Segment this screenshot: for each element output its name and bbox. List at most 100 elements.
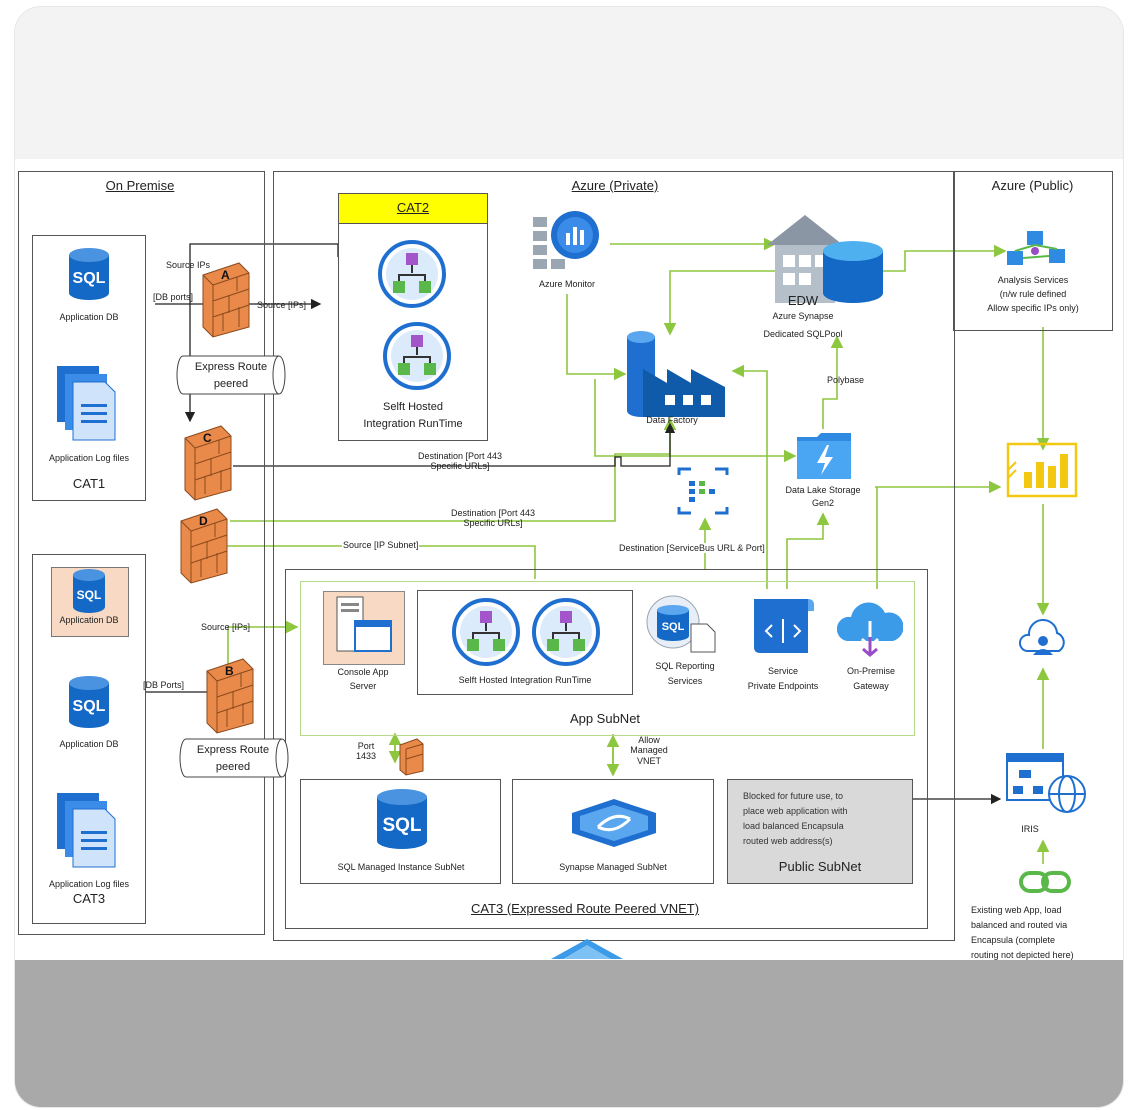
cat2-box — [338, 193, 488, 441]
cat3-logs-label: Application Log files — [48, 879, 130, 889]
sql-mi-subnet-box — [300, 779, 501, 884]
edw-pool-label: Dedicated SQLPool — [763, 329, 843, 339]
private-endpoint-icon — [754, 599, 814, 653]
cat3-vnet-title: CAT3 (Expressed Route Peered VNET) — [470, 901, 700, 916]
db-ports-top-label: [DB ports] — [153, 292, 194, 302]
link-chain-icon — [1019, 871, 1071, 893]
endpoints-datalake-link — [786, 512, 830, 589]
iris-web-app-icon — [1006, 753, 1086, 813]
integration-runtime-icon — [532, 598, 600, 666]
azure-public-title: Azure (Public) — [991, 178, 1074, 193]
cat3-db1-label: Application DB — [59, 615, 119, 625]
firewall-c-destination-link — [233, 422, 676, 467]
log-files-icon — [57, 366, 116, 441]
svg-text:B: B — [225, 664, 234, 678]
data-factory-icon — [627, 331, 725, 417]
analysis-services-icon — [1007, 231, 1065, 265]
source-ips-b-label: Source [IPs] — [201, 622, 251, 632]
power-bi-icon — [1006, 442, 1078, 498]
sql-managed-instance-icon: SQL — [377, 789, 427, 849]
integration-runtime-icon — [383, 322, 451, 390]
data-factory-label: Data Factory — [646, 415, 698, 425]
shir-box — [417, 590, 633, 695]
on-premise-title: On Premise — [105, 178, 175, 193]
svg-text:SQL: SQL — [73, 698, 106, 715]
integration-runtime-icon — [452, 598, 520, 666]
sql-database-icon: SQL — [69, 676, 109, 728]
synapse-subnet-label: Synapse Managed SubNet — [559, 862, 667, 872]
public-subnet-box — [727, 779, 913, 884]
azure-private-zone — [273, 171, 955, 941]
cat3-label: CAT3 — [72, 891, 106, 906]
app-subnet-box — [300, 581, 915, 736]
azure-monitor-icon — [533, 211, 599, 269]
svg-text:A: A — [221, 268, 230, 282]
architecture-diagram: On Premise Azure (Private) Azure (Public… — [15, 159, 1123, 960]
synapse-icon — [572, 799, 656, 847]
firewall-small-icon — [399, 738, 424, 776]
azure-public-zone — [953, 171, 1113, 331]
monitor-datafactory-link — [566, 294, 627, 381]
service-bus-icon — [677, 467, 729, 515]
app-subnet-label: App SubNet — [569, 711, 641, 726]
iris-label: IRIS — [1021, 824, 1039, 834]
dest-servicebus-label: Destination [ServiceBus URL & Port] — [618, 543, 766, 554]
edw-subtitle: Azure Synapse — [772, 311, 834, 321]
cat3-db2-label: Application DB — [59, 739, 119, 749]
source-ips-b-link — [227, 620, 299, 679]
edw-title: EDW — [787, 293, 819, 308]
polybase-label: Polybase — [827, 375, 865, 385]
network-icon-partial — [551, 939, 623, 959]
cat1-label: CAT1 — [72, 476, 106, 491]
express-route-shape — [179, 738, 289, 778]
svg-text:SQL: SQL — [73, 270, 106, 287]
data-lake-icon — [797, 433, 851, 479]
azure-private-title: Azure (Private) — [571, 178, 659, 193]
source-ips-a-label: Source [IPs] — [257, 300, 307, 310]
db-ports-b-label: [DB Ports] — [143, 680, 185, 690]
sql-reporting-icon: SQL — [646, 595, 716, 653]
on-premise-gateway-icon — [837, 602, 903, 657]
console-app-server-icon — [336, 596, 392, 652]
edw-analysis-link — [880, 244, 1007, 272]
cat2-header-label: CAT2 — [396, 200, 430, 215]
cat3-onprem-box — [32, 554, 146, 924]
express-route-shape — [176, 355, 286, 395]
cat2-header — [339, 194, 487, 224]
cat1-logs-label: Application Log files — [48, 453, 130, 463]
bottom-band — [15, 960, 1123, 1107]
source-ips-top-label: Source IPs — [166, 260, 211, 270]
sql-database-icon: SQL — [73, 569, 105, 613]
log-files-icon — [57, 793, 116, 868]
sql-database-icon: SQL — [69, 248, 109, 300]
azure-monitor-label: Azure Monitor — [538, 279, 596, 289]
source-ip-subnet-label: Source [IP Subnet] — [342, 540, 420, 551]
cat1-box — [32, 235, 146, 501]
cat1-db-label: Application DB — [59, 312, 119, 322]
public-subnet-label: Public SubNet — [778, 859, 862, 874]
top-band — [15, 7, 1123, 159]
app-shir-label: Selft Hosted Integration RunTime — [458, 675, 592, 685]
svg-text:SQL: SQL — [382, 815, 421, 836]
firewall-b-icon: B — [206, 658, 254, 734]
svg-text:SQL: SQL — [77, 588, 102, 602]
svg-text:SQL: SQL — [662, 621, 685, 633]
firewall-c-icon: C — [184, 425, 232, 501]
datafactory-datalake-link — [594, 379, 797, 463]
screenshot-frame: On Premise Azure (Private) Azure (Public… — [15, 7, 1123, 1107]
firewall-d-icon: D — [180, 508, 228, 584]
synapse-subnet-box — [512, 779, 714, 884]
